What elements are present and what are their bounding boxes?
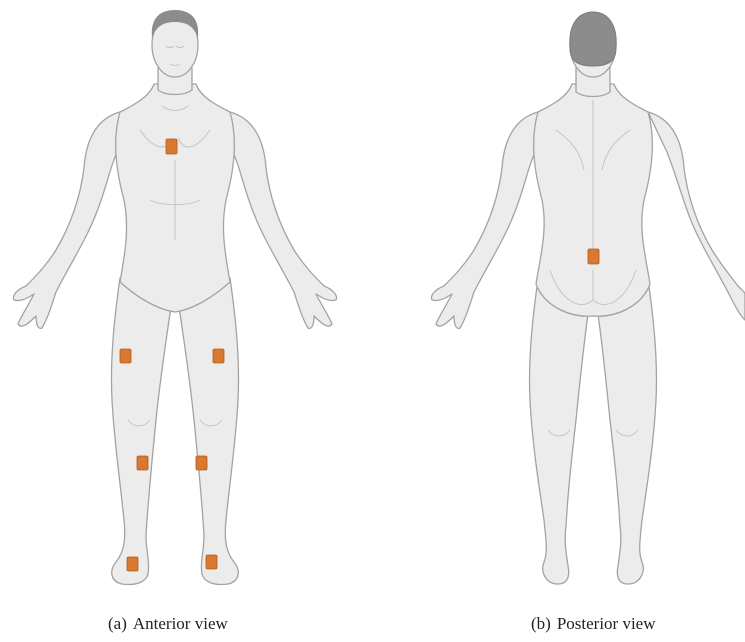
sensor-right-shin [196,456,207,470]
sensor-left-ankle [127,557,138,571]
sensor-left-thigh [120,349,131,363]
sensor-right-ankle [206,555,217,569]
sensor-left-shin [137,456,148,470]
caption-posterior: (b) Posterior view [531,614,656,634]
posterior-body-illustration [420,0,745,600]
caption-label: (b) [531,614,551,633]
caption-anterior: (a) Anterior view [108,614,228,634]
sensor-right-thigh [213,349,224,363]
caption-label: (a) [108,614,127,633]
anterior-body-illustration [0,0,350,600]
sensor-chest [166,139,177,154]
caption-text: Anterior view [133,614,228,633]
anterior-figure [0,0,350,600]
caption-text: Posterior view [557,614,656,633]
posterior-figure [420,0,745,600]
sensor-lower-back [588,249,599,264]
